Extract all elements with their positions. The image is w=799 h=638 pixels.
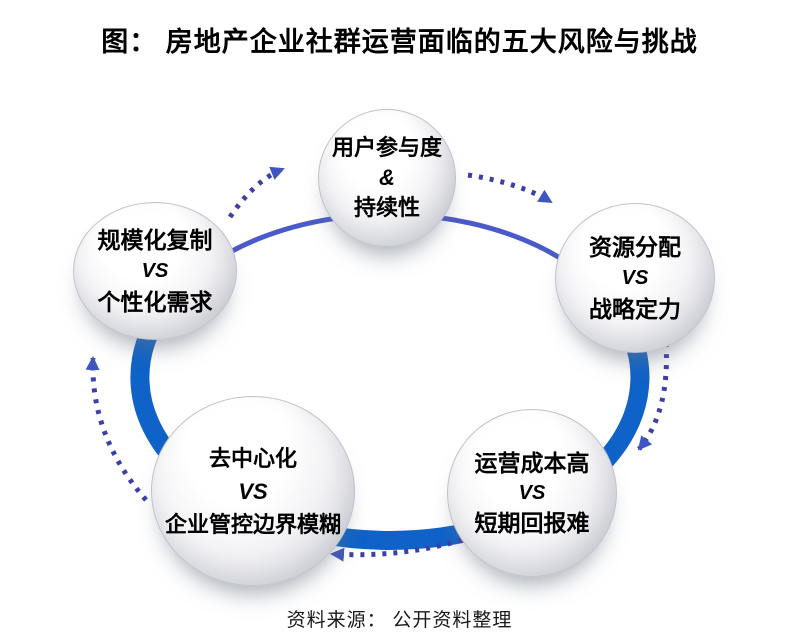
figure-title: 图： 房地产企业社群运营面临的五大风险与挑战 — [101, 27, 698, 57]
node-vs-label: VS — [518, 482, 546, 504]
node-user-engagement: 用户参与度 & 持续性 — [318, 109, 456, 247]
dotted-arrow-left-to-top — [227, 166, 285, 219]
node-resource-allocation: 资源分配 VS 战略定力 — [555, 203, 715, 353]
node-operating-cost: 运营成本高 VS 短期回报难 — [447, 409, 617, 577]
dotted-arrow-bottomright-to-bottomleft — [330, 537, 463, 562]
node-line: 资源分配 — [589, 233, 681, 260]
dotted-arrow-top-to-right — [467, 172, 553, 205]
node-line: 战略定力 — [589, 295, 681, 322]
node-line: 个性化需求 — [97, 288, 213, 315]
node-vs-label: VS — [141, 259, 169, 282]
node-line: 去中心化 — [208, 445, 297, 471]
dotted-arrow-bottomleft-to-left — [85, 356, 148, 502]
node-vs-label: VS — [621, 266, 649, 289]
node-line: 持续性 — [353, 195, 420, 220]
node-scale-replication: 规模化复制 VS 个性化需求 — [73, 202, 237, 340]
node-line: 规模化复制 — [97, 226, 213, 253]
node-vs-label: VS — [238, 478, 268, 504]
dotted-arrow-right-to-bottomright — [637, 342, 669, 451]
node-line: 短期回报难 — [474, 510, 590, 536]
node-connector-label: & — [379, 165, 395, 190]
node-line: 企业管控边界模糊 — [164, 511, 341, 537]
cycle-ring-lower-arc — [130, 299, 650, 550]
source-note: 资料来源： 公开资料整理 — [286, 610, 513, 631]
node-line: 用户参与度 — [331, 135, 442, 160]
node-line: 运营成本高 — [474, 450, 590, 476]
node-decentralization: 去中心化 VS 企业管控边界模糊 — [151, 396, 355, 586]
